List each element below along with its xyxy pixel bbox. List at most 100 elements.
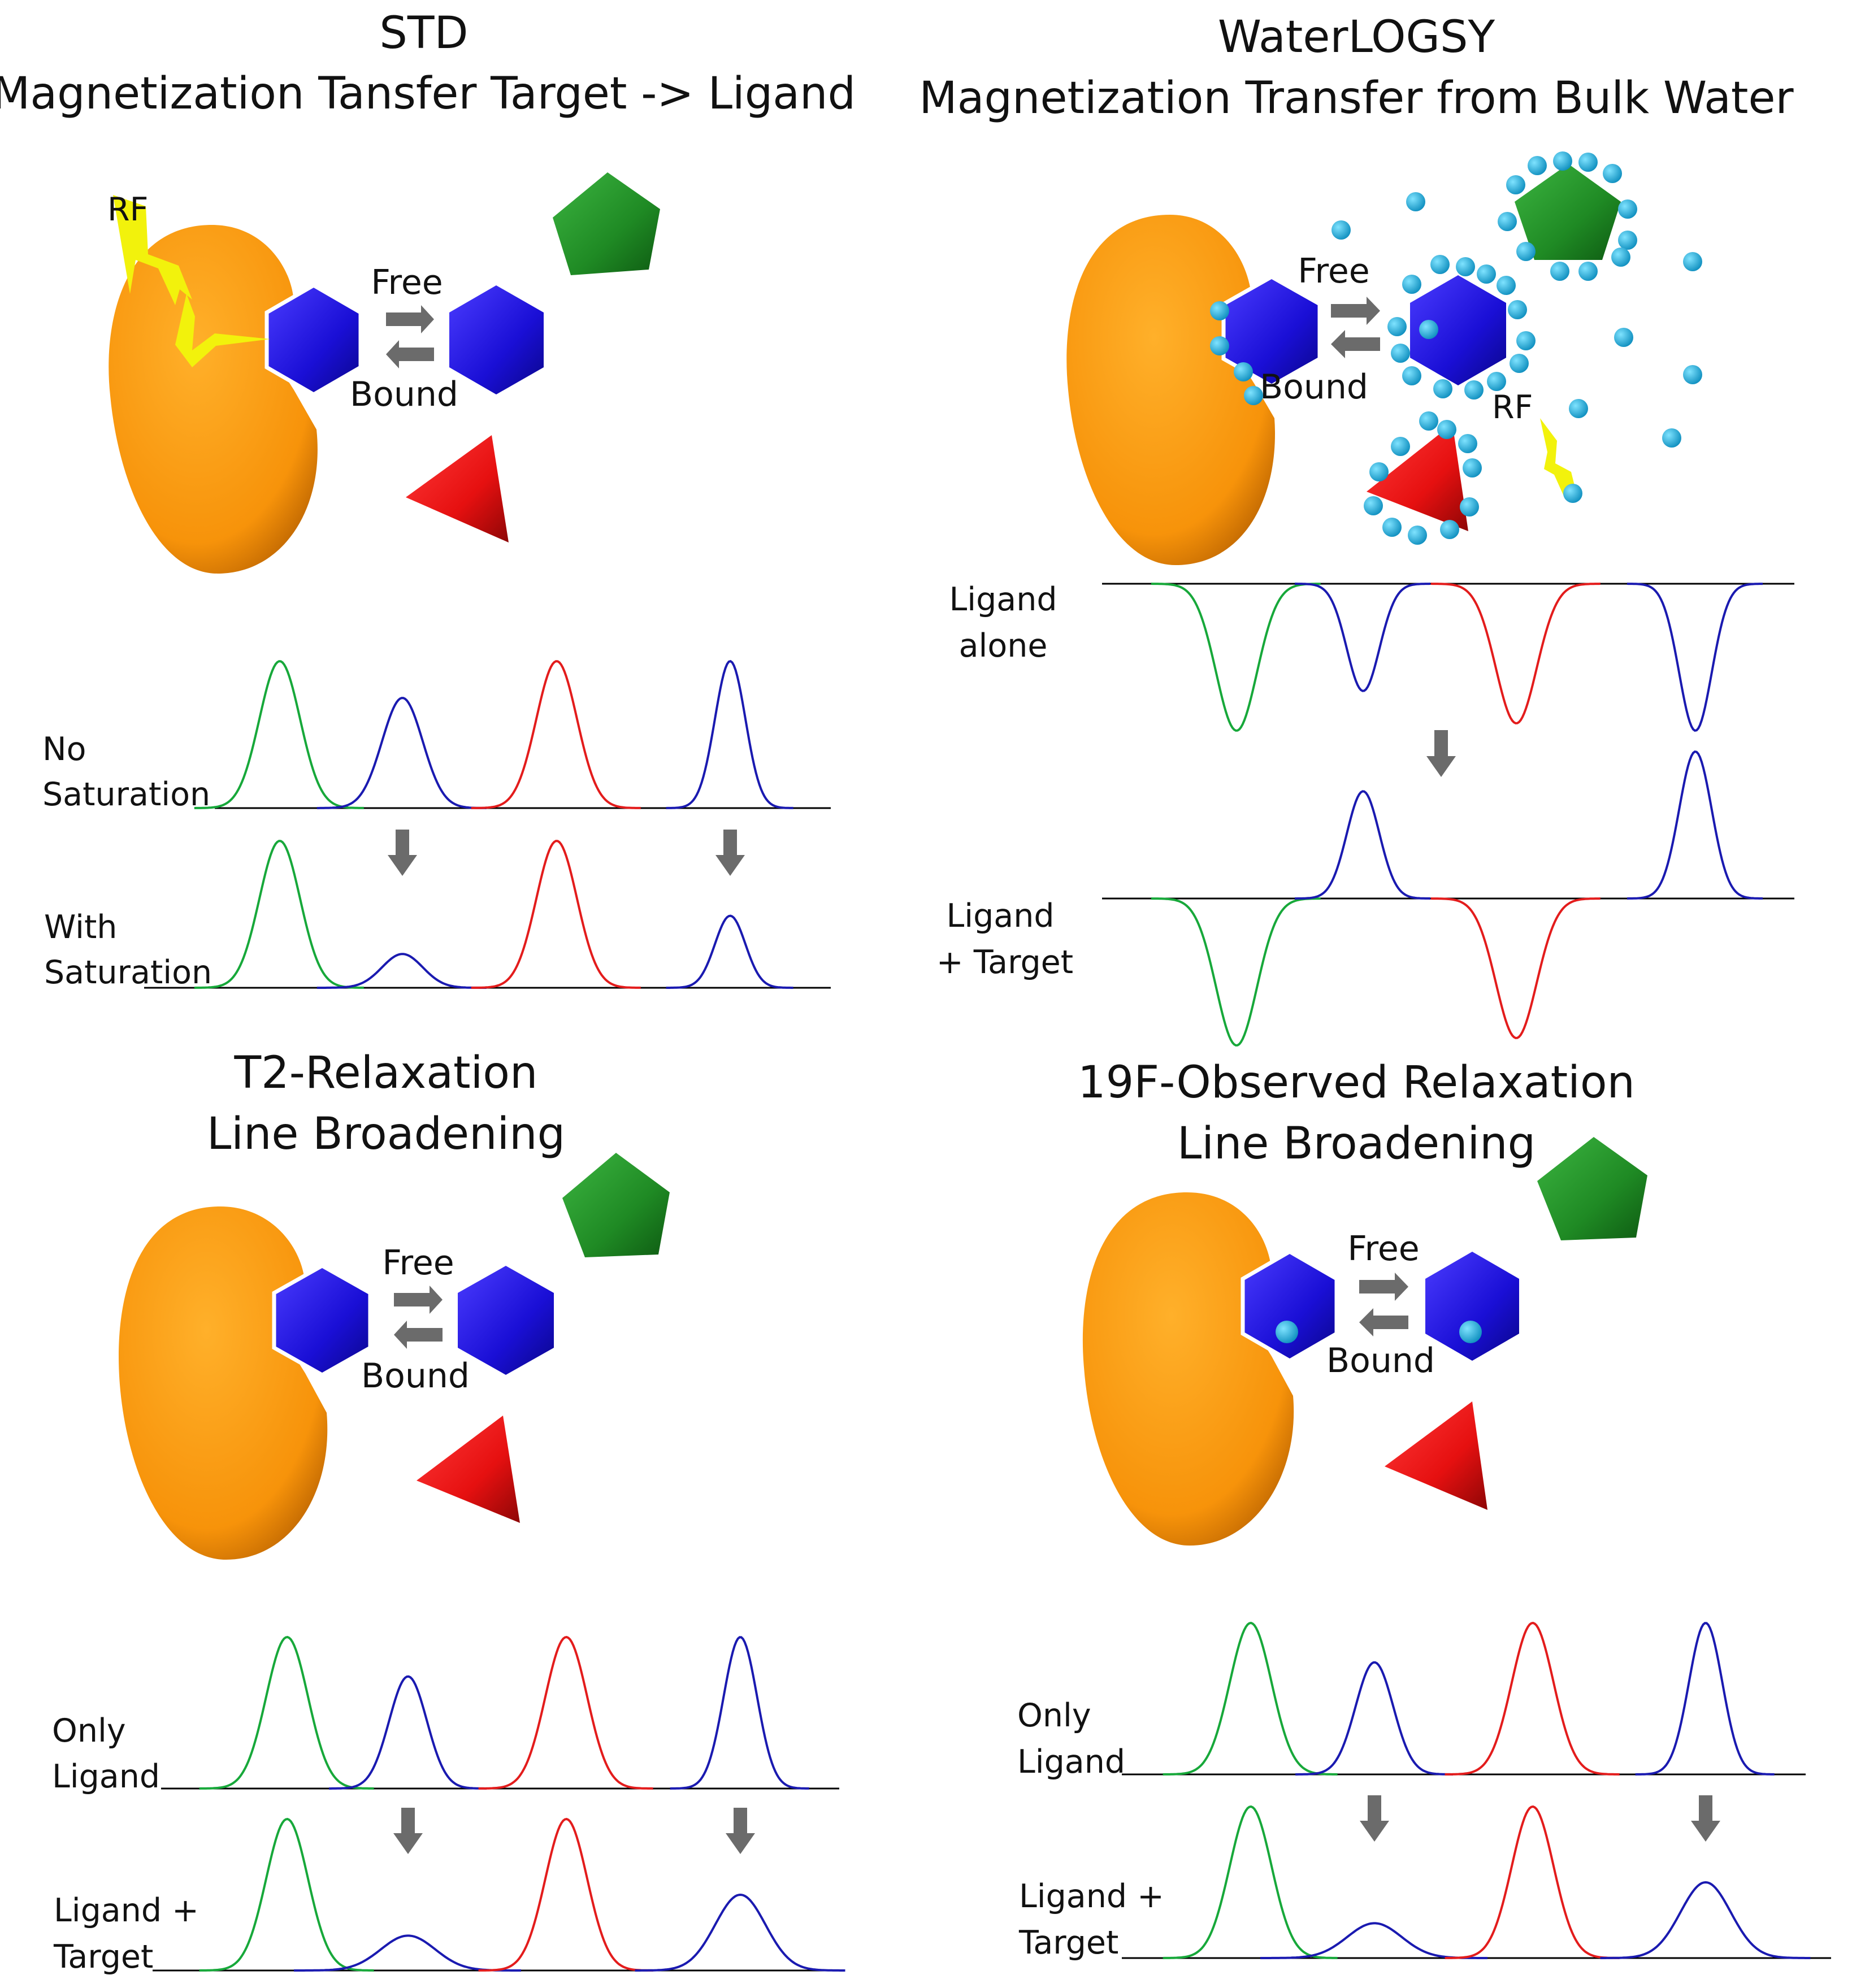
f19-spectrum1-peak-1 [1163,1621,1338,1776]
red-triangle-icon [1367,424,1468,531]
bound-arrow-icon [1359,1308,1408,1336]
water-dot-icon [1456,257,1475,276]
f19-spectrum1-peak-4 [1635,1622,1775,1776]
water-dot-icon [1498,212,1517,231]
t2-spectra [153,1635,845,1972]
f19-spectrum2-peak-1 [1163,1805,1338,1959]
f19-bound-label: Bound [1326,1341,1435,1381]
down-arrow-icon [715,830,745,876]
t2-spectrum1-peak-3 [478,1635,653,1790]
water-dot-icon [1614,328,1633,347]
panel-std: STD Magnetization Tansfer Target -> Liga… [0,8,856,991]
std-spectrum1-label-line2: Saturation [42,776,210,813]
water-dot-icon [1563,484,1582,503]
ligand-bound-hexagon-icon [264,283,363,397]
water-dot-icon [1210,336,1229,355]
waterlogsy-spectrum2-peak-4 [1627,750,1763,900]
f19-free-label: Free [1347,1229,1419,1269]
std-bound-label: Bound [350,375,458,414]
down-arrow-icon [1360,1795,1389,1842]
free-arrow-icon [1359,1273,1408,1301]
f19-spectra [1122,1621,1831,1959]
f19-spectrum1-peak-2 [1295,1661,1454,1776]
water-dot-icon [1611,248,1630,267]
waterlogsy-spectrum2-label-line1: Ligand [946,897,1054,935]
down-arrow-icon [726,1808,755,1854]
water-dot-icon [1391,344,1410,363]
water-dot-icon [1406,192,1425,211]
water-dot-icon [1433,379,1452,398]
ligand-free-hexagon-icon [1425,1252,1519,1361]
water-dot-icon [1516,242,1536,261]
bound-arrow-icon [394,1321,443,1349]
waterlogsy-spectrum2-peak-2 [1295,790,1431,900]
water-dot-icon [1244,386,1263,405]
waterlogsy-spectrum1-peak-3 [1430,583,1601,724]
ligand-bound-hexagon-icon [272,1263,372,1378]
t2-spectrum2-peak-3 [478,1817,653,1972]
water-dot-icon [1460,497,1479,516]
water-dot-icon [1391,437,1410,456]
f19-spectrum2-label-line2: Target [1018,1924,1118,1961]
ligand-free-hexagon-icon [458,1266,554,1375]
water-dot-icon [1683,365,1702,384]
f19-spectrum1-label-line2: Ligand [1017,1743,1125,1781]
f19-spectrum1-peak-3 [1445,1621,1620,1776]
down-arrow-icon [388,830,417,876]
water-dot-icon [1210,301,1229,320]
ligand-free-hexagon-icon [449,285,544,394]
fluorine-dot-icon [1276,1321,1298,1343]
panel-19f: 19F-Observed Relaxation Line Broadening … [1017,1057,1831,1961]
t2-bound-label: Bound [361,1356,470,1396]
water-dot-icon [1419,320,1438,339]
std-spectrum1-peak-2 [316,697,487,809]
waterlogsy-free-label: Free [1298,251,1369,291]
water-dot-icon [1463,458,1482,478]
f19-spectrum2-peak-3 [1445,1805,1620,1959]
water-dot-icon [1662,428,1681,448]
waterlogsy-title-line2: Magnetization Transfer from Bulk Water [919,73,1794,124]
waterlogsy-spectrum1-peak-1 [1151,583,1321,732]
red-triangle-icon [1385,1401,1487,1510]
target-protein-icon [1082,1192,1294,1546]
waterlogsy-spectrum1-peak-4 [1627,583,1763,732]
rf-lightning-tip-icon [175,294,270,367]
water-dot-icon [1387,317,1407,336]
water-dot-icon [1477,264,1496,284]
water-dot-icon [1578,262,1598,281]
t2-spectrum1-peak-1 [199,1635,374,1790]
std-rf-label: RF [107,191,148,228]
f19-title-line1: 19F-Observed Relaxation [1078,1057,1635,1108]
waterlogsy-spectrum2-label-line2: + Target [936,944,1073,981]
ligand-bound-hexagon-icon [1241,1249,1339,1364]
bound-arrow-icon [386,340,434,368]
waterlogsy-spectrum2-peak-1 [1151,897,1321,1047]
water-dot-icon [1369,462,1389,481]
waterlogsy-spectrum1-label-line2: alone [959,627,1048,665]
rf-lightning-icon [113,195,192,305]
std-free-label: Free [371,263,443,302]
panel-t2: T2-Relaxation Line Broadening Free Bound… [52,1048,845,1976]
fluorine-dot-icon [1459,1321,1482,1343]
std-spectrum2-peak-2 [316,953,487,989]
rf-lightning-icon [1540,418,1577,497]
t2-spectrum1-label-line2: Ligand [52,1758,160,1795]
std-spectrum1-peak-4 [666,659,793,809]
water-dot-icon [1603,164,1622,183]
water-dot-icon [1578,153,1598,172]
water-dot-icon [1402,275,1421,294]
std-spectrum2-label-line2: Saturation [44,954,212,991]
t2-spectrum2-peak-2 [294,1934,521,1972]
green-pentagon-icon [1515,164,1621,260]
water-dot-icon [1402,366,1421,385]
water-dot-icon [1234,362,1253,381]
t2-spectrum2-label-line1: Ligand + [54,1892,199,1929]
water-dot-icon [1497,276,1516,295]
water-dot-icon [1506,175,1525,194]
water-dot-icon [1408,526,1427,545]
t2-free-label: Free [382,1243,454,1283]
water-dot-icon [1569,399,1588,418]
free-arrow-icon [1331,297,1380,325]
water-dot-icon [1550,262,1569,281]
water-dot-icon [1553,151,1572,171]
